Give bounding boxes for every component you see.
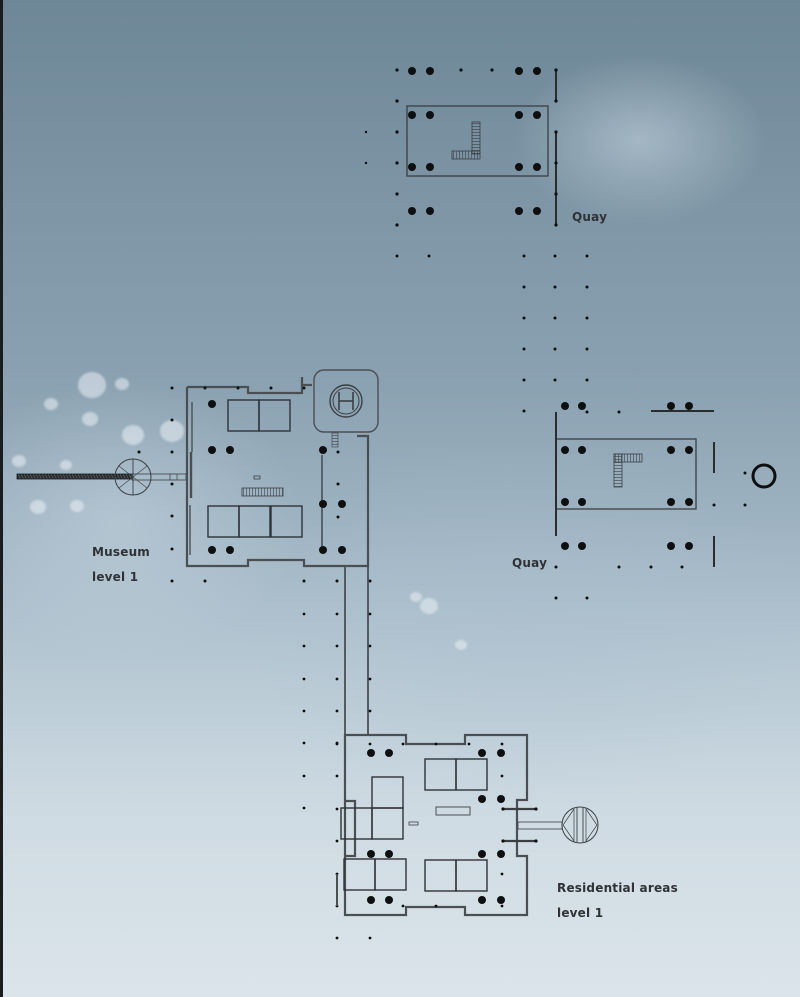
watercolor-splash [160, 420, 184, 442]
grid-dots [522, 409, 747, 600]
column-group [367, 749, 505, 904]
watercolor-splash [60, 460, 72, 470]
watercolor-splash [12, 455, 26, 467]
helipad-icon [329, 384, 363, 418]
watercolor-splash [30, 500, 46, 514]
watercolor-splash [82, 412, 98, 426]
column-group [561, 402, 693, 550]
column-group [408, 67, 541, 215]
grid-dots [364, 68, 494, 227]
watercolor-splash [115, 378, 129, 390]
label-residential-level: level 1 [557, 906, 604, 920]
connecting-corridor [302, 566, 372, 810]
ring-buoy-icon [751, 463, 777, 489]
label-residential-title: Residential areas [557, 881, 678, 895]
helipad-enclosure [313, 369, 379, 433]
grid-dots [137, 386, 372, 583]
left-border [0, 0, 3, 997]
watercolor-splash [122, 425, 144, 445]
quay-pavilion-right [522, 402, 777, 600]
watercolor-splash [44, 398, 58, 410]
watercolor-splash [410, 592, 422, 602]
circular-entrance-icon [114, 458, 152, 496]
label-museum-level: level 1 [92, 570, 139, 584]
label-museum-title: Museum [92, 545, 151, 559]
museum-rooms [207, 399, 303, 538]
museum-level-1 [16, 369, 379, 583]
watercolor-splash [78, 372, 106, 398]
quay-pavilion-top [364, 67, 558, 227]
column-group [208, 400, 346, 554]
watercolor-splash [70, 500, 84, 512]
watercolor-splash [420, 598, 438, 614]
residential-level-1 [335, 733, 599, 940]
grid-dots [395, 254, 589, 382]
residential-rooms [340, 758, 488, 892]
circular-entrance-icon [561, 806, 599, 844]
grid-dots [302, 612, 372, 810]
label-quay-top: Quay [572, 210, 608, 224]
watercolor-splash [455, 640, 467, 650]
label-quay-right: Quay [512, 556, 548, 570]
grid-dots [335, 742, 504, 940]
